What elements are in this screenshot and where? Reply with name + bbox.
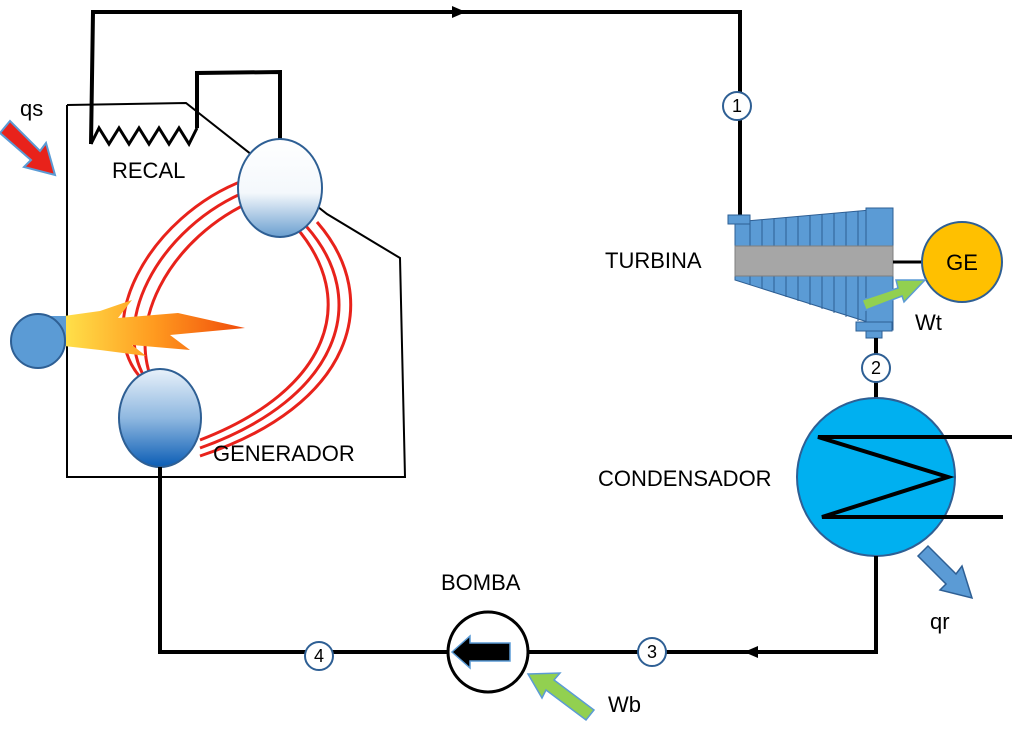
recal-label: RECAL (112, 158, 185, 183)
condensador-label: CONDENSADOR (598, 466, 772, 491)
state-point-2: 2 (861, 353, 891, 383)
flame (64, 300, 245, 356)
heat-in-arrow-icon (0, 119, 57, 177)
pipe-condenser-pump (528, 556, 878, 654)
pipe-upper-loop (195, 69, 282, 140)
qr-label: qr (930, 609, 950, 634)
state-point-1-label: 1 (732, 96, 742, 116)
heat-out-arrow-icon (916, 544, 974, 600)
qs-label: qs (20, 96, 43, 121)
boiler-tubes (121, 178, 353, 458)
pump-work-arrow-icon (526, 672, 596, 722)
state-point-4: 4 (304, 641, 334, 671)
pipe-feed (158, 467, 448, 654)
condenser (796, 397, 956, 557)
generador-label: GENERADOR (213, 441, 355, 466)
water-drum (118, 368, 202, 468)
condenser-coil (817, 435, 1012, 519)
flow-arrow-top (452, 6, 466, 18)
wb-label: Wb (608, 692, 641, 717)
ge-label: GE (946, 250, 978, 275)
state-point-1: 1 (722, 91, 752, 121)
burner-icon (10, 313, 66, 369)
steam-drum (237, 138, 323, 238)
wt-label: Wt (915, 310, 942, 335)
turbina-label: TURBINA (605, 248, 702, 273)
electric-generator (921, 221, 1003, 303)
state-point-2-label: 2 (871, 358, 881, 378)
left-arrow-icon (450, 634, 511, 670)
bomba-label: BOMBA (441, 570, 521, 595)
state-point-4-label: 4 (314, 646, 324, 666)
state-point-3: 3 (637, 637, 667, 667)
turbine (727, 207, 894, 339)
reheater-coil (89, 124, 199, 148)
flow-arrow-bottom (744, 646, 758, 658)
boiler-housing (66, 101, 407, 478)
state-point-3-label: 3 (647, 642, 657, 662)
turbine-work-arrow-icon (861, 279, 927, 311)
pipe-to-turbine (89, 10, 742, 215)
